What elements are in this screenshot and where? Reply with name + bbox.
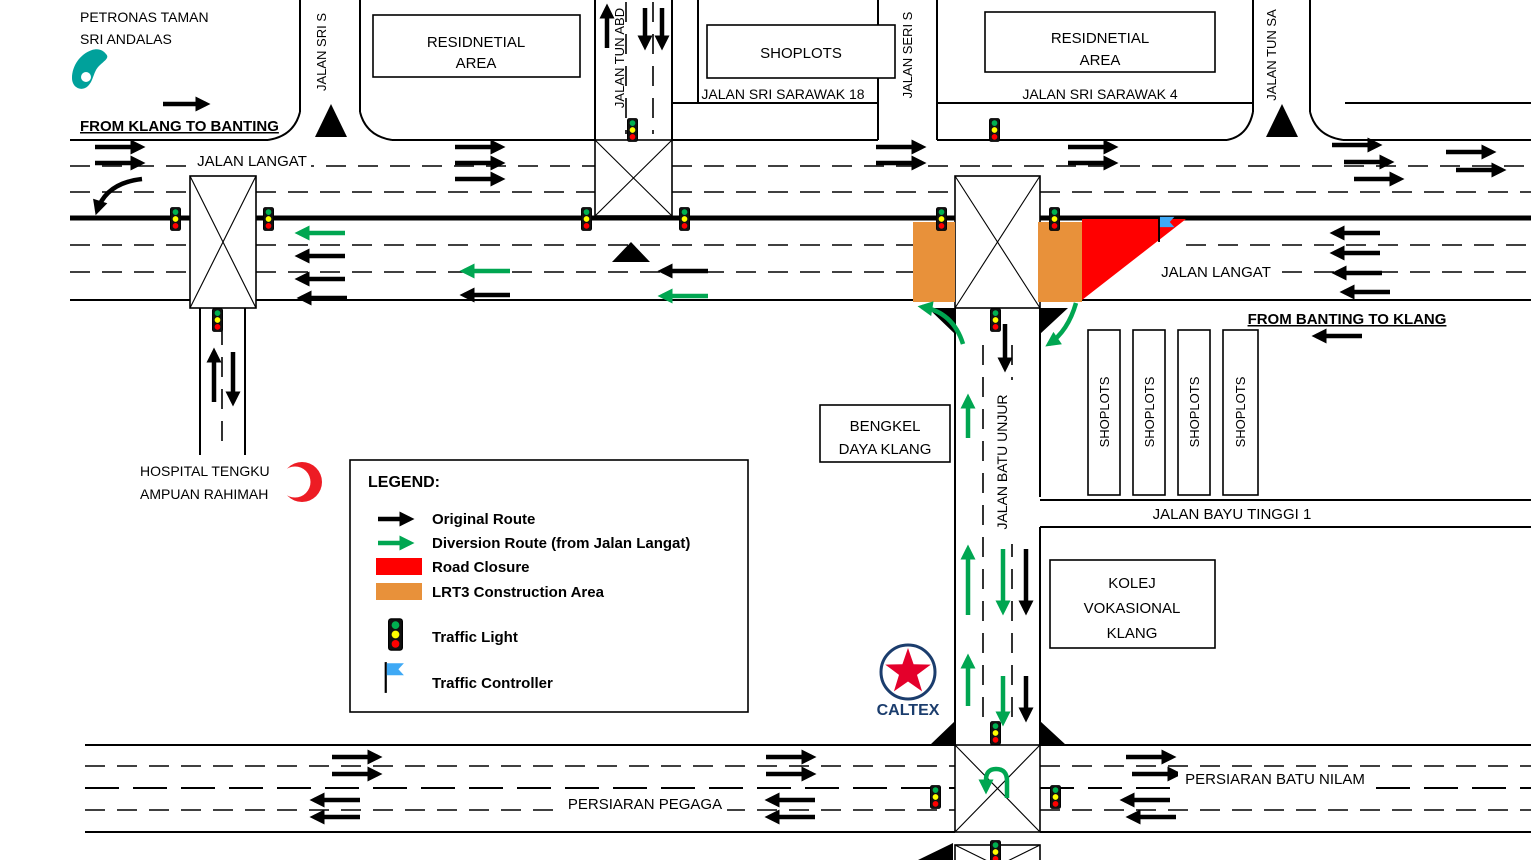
intersection-box-hospital [189, 175, 257, 309]
road-closure-triangle [1082, 219, 1186, 300]
legend-item-label: Traffic Controller [432, 675, 553, 692]
kolej-label-1: KOLEJ [1108, 575, 1156, 592]
residential-west-label-1: RESIDNETIAL [427, 34, 525, 51]
shoplots-column-label: SHOPLOTS [1233, 376, 1248, 447]
traffic-light-icon [990, 840, 1001, 860]
lrt3-construction-area-west [913, 222, 955, 302]
traffic-light-icon [936, 207, 947, 231]
persiaran-batu-nilam-label: PERSIARAN BATU NILAM [1185, 771, 1365, 788]
intersection-box-jalan-tun-abd [594, 139, 673, 217]
traffic-light-icon [990, 308, 1001, 332]
jalan-tun-sa-label: JALAN TUN SA [1264, 9, 1279, 101]
bengkel-label-1: BENGKEL [850, 418, 921, 435]
residential-area-east: RESIDNETIAL AREA [984, 11, 1216, 73]
legend-item-label: Original Route [432, 511, 535, 528]
legend-item-label: Road Closure [432, 559, 530, 576]
bengkel-daya-klang: BENGKEL DAYA KLANG [819, 404, 951, 463]
caltex-label: CALTEX [877, 702, 940, 719]
jalan-sri-sarawak-4-label: JALAN SRI SARAWAK 4 [1022, 86, 1178, 102]
residential-west-label-2: AREA [456, 55, 497, 72]
legend-title: LEGEND: [368, 474, 440, 491]
shoplots-top-label: SHOPLOTS [760, 45, 842, 62]
lrt3-construction-area-east [1038, 222, 1082, 302]
shoplots-top: SHOPLOTS [706, 24, 896, 79]
median-islands [315, 104, 1298, 860]
buildings: RESIDNETIAL AREA SHOPLOTS RESIDNETIAL AR… [372, 11, 1259, 649]
diversion-route-arrows [294, 225, 1079, 798]
persiaran-pegaga-label: PERSIARAN PEGAGA [568, 796, 722, 813]
kolej-label-2: VOKASIONAL [1084, 600, 1181, 617]
jalan-sri-s-label: JALAN SRI S [314, 13, 329, 91]
legend-item-label: LRT3 Construction Area [432, 584, 605, 601]
traffic-light-icon [1050, 785, 1061, 809]
traffic-light-icon [930, 785, 941, 809]
jalan-sri-sarawak-18-label: JALAN SRI SARAWAK 18 [701, 86, 864, 102]
traffic-light-icon [263, 207, 274, 231]
road-closure-swatch [376, 558, 422, 575]
residential-east-label-2: AREA [1080, 52, 1121, 69]
traffic-light-icon [1049, 207, 1060, 231]
intersection-boxes [189, 139, 1041, 860]
hospital-label-1: HOSPITAL TENGKU [140, 463, 270, 479]
jalan-tun-abd-label: JALAN TUN ABD [612, 8, 627, 108]
from-banting-to-klang-label: FROM BANTING TO KLANG [1248, 311, 1447, 328]
original-route-arrows [93, 3, 1507, 825]
construction-areas [913, 222, 1082, 302]
traffic-light-legend-icon [388, 618, 403, 651]
place-labels: PETRONAS TAMAN SRI ANDALAS FROM KLANG TO… [80, 9, 1446, 502]
kolej-vokasional-klang: KOLEJ VOKASIONAL KLANG [1049, 559, 1216, 649]
jalan-langat-east-label: JALAN LANGAT [1161, 264, 1271, 281]
legend: LEGEND: Original Route Diversion Route (… [349, 459, 749, 713]
intersection-box-batu-unjur-south [954, 744, 1041, 833]
traffic-light-icon [989, 118, 1000, 142]
residential-area-west: RESIDNETIAL AREA [372, 14, 581, 78]
hospital-label-2: AMPUAN RAHIMAH [140, 486, 268, 502]
jalan-langat-west-label: JALAN LANGAT [197, 153, 307, 170]
bengkel-label-2: DAYA KLANG [839, 441, 932, 458]
traffic-light-icon [679, 207, 690, 231]
traffic-light-icon [627, 118, 638, 142]
traffic-light-icon [170, 207, 181, 231]
from-klang-to-banting-label: FROM KLANG TO BANTING [80, 118, 279, 135]
petronas-logo [72, 49, 108, 89]
traffic-light-icon [990, 721, 1001, 745]
shoplots-columns: SHOPLOTS SHOPLOTS SHOPLOTS SHOPLOTS [1087, 329, 1259, 496]
red-crescent-icon [279, 462, 322, 502]
road-labels: JALAN LANGAT JALAN SRI SARAWAK 18 JALAN … [195, 8, 1374, 814]
residential-east-label-1: RESIDNETIAL [1051, 30, 1149, 47]
legend-item-label: Traffic Light [432, 629, 518, 646]
road-network [70, 0, 1531, 833]
shoplots-column-label: SHOPLOTS [1187, 376, 1202, 447]
traffic-light-icon [581, 207, 592, 231]
traffic-light-icon [212, 308, 223, 332]
jalan-seri-s-label: JALAN SERI S [900, 11, 915, 98]
petronas-area-label-2: SRI ANDALAS [80, 31, 172, 47]
petronas-area-label-1: PETRONAS TAMAN [80, 9, 209, 25]
landmark-logos: CALTEX [72, 49, 940, 719]
caltex-logo: CALTEX [877, 643, 940, 719]
jalan-batu-unjur-label: JALAN BATU UNJUR [994, 394, 1010, 529]
kolej-label-3: KLANG [1107, 625, 1158, 642]
legend-item-label: Diversion Route (from Jalan Langat) [432, 535, 690, 552]
construction-area-swatch [376, 583, 422, 600]
shoplots-column-label: SHOPLOTS [1097, 376, 1112, 447]
jalan-bayu-tinggi-1-label: JALAN BAYU TINGGI 1 [1153, 506, 1312, 523]
intersection-box-batu-unjur-north [954, 175, 1041, 309]
shoplots-column-label: SHOPLOTS [1142, 376, 1157, 447]
